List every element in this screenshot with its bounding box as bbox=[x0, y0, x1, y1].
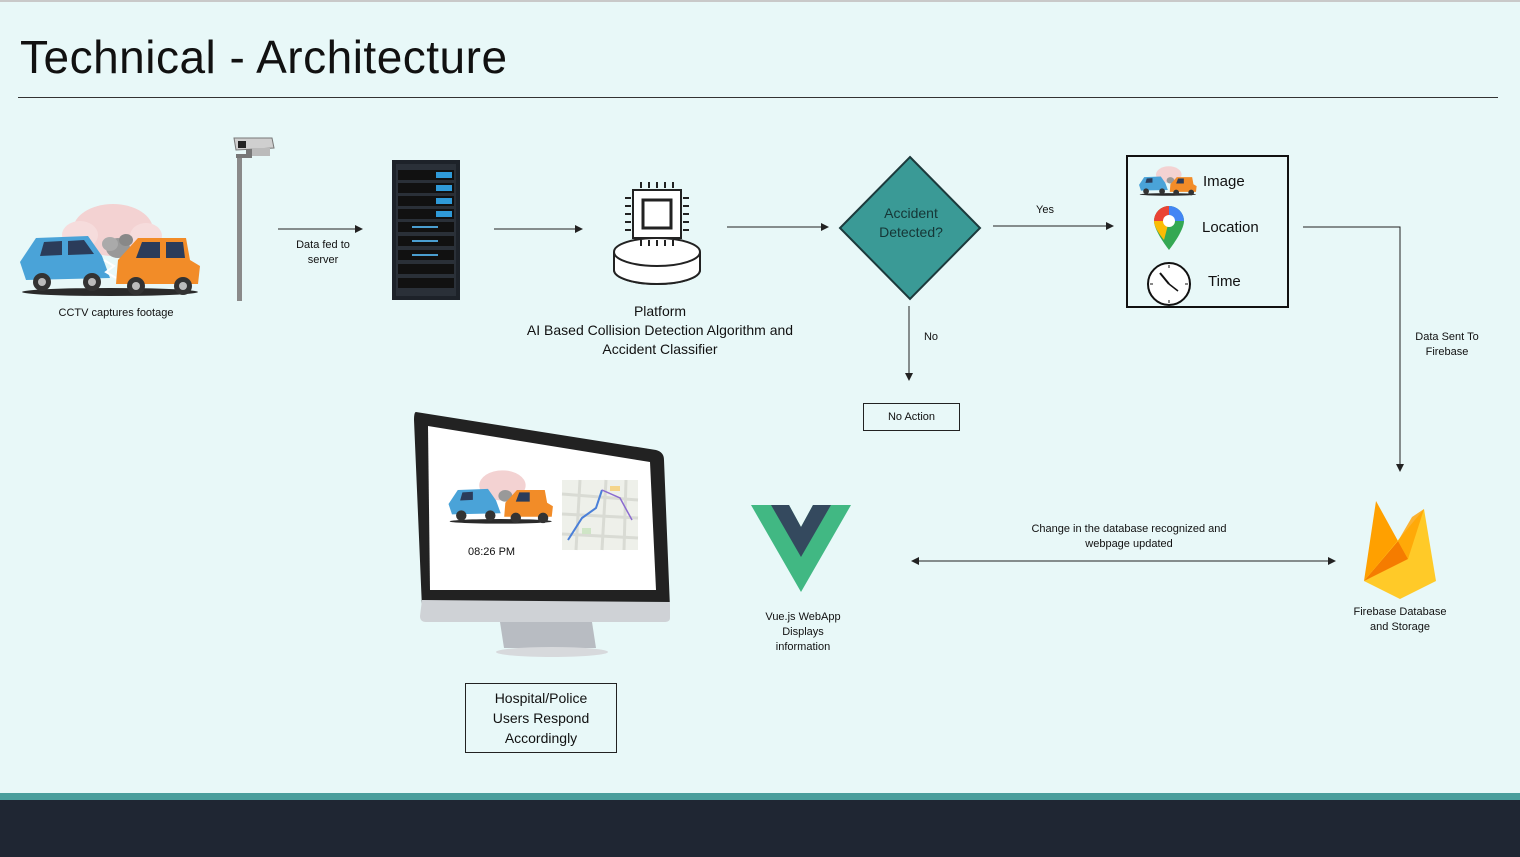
cctv-camera-icon bbox=[233, 137, 275, 301]
panel-row-time: Time bbox=[1128, 259, 1287, 306]
panel-row-image: Image bbox=[1128, 163, 1287, 203]
arrow-to-firebase bbox=[1303, 226, 1404, 472]
map-pin-icon bbox=[1154, 206, 1184, 250]
firebase-label: Firebase Database and Storage bbox=[1353, 606, 1447, 633]
yes-label: Yes bbox=[1036, 204, 1054, 216]
respond-box: Hospital/Police Users Respond Accordingl… bbox=[465, 683, 617, 753]
clock-icon bbox=[1147, 262, 1191, 306]
footer-accent-bar bbox=[0, 793, 1520, 800]
change-label: Change in the database recognized and we… bbox=[1031, 523, 1227, 550]
decision-label: Accident Detected? bbox=[879, 205, 943, 240]
panel-image-label: Image bbox=[1203, 173, 1245, 190]
panel-time-label: Time bbox=[1208, 273, 1241, 290]
server-rack-icon bbox=[392, 160, 460, 300]
top-border bbox=[0, 0, 1520, 2]
firebase-icon bbox=[1364, 501, 1436, 599]
panel-location-label: Location bbox=[1202, 219, 1259, 236]
footer-bar bbox=[0, 800, 1520, 857]
data-sent-label: Data Sent To Firebase bbox=[1415, 331, 1479, 358]
decision-diamond bbox=[838, 155, 982, 301]
title-rule bbox=[18, 97, 1498, 98]
ai-chip-platform-icon bbox=[613, 182, 701, 285]
car-crash-icon bbox=[1139, 166, 1197, 196]
cctv-caption: CCTV captures footage bbox=[58, 307, 174, 319]
platform-description: AI Based Collision Detection Algorithm a… bbox=[526, 322, 794, 357]
vue-logo-icon bbox=[751, 505, 851, 592]
platform-title: Platform bbox=[633, 303, 687, 319]
panel-row-location: Location bbox=[1128, 205, 1287, 250]
data-panel: Image Location Time bbox=[1126, 155, 1289, 308]
monitor-map-image bbox=[561, 479, 639, 551]
monitor-crash-image bbox=[448, 470, 553, 524]
data-fed-caption: Data fed to server bbox=[296, 239, 350, 266]
no-action-box: No Action bbox=[863, 403, 960, 431]
vue-label: Vue.js WebApp Displays information bbox=[765, 611, 841, 653]
no-label: No bbox=[923, 331, 939, 343]
car-crash-icon bbox=[20, 204, 200, 296]
monitor-time: 08:26 PM bbox=[468, 546, 516, 558]
page-title: Technical - Architecture bbox=[20, 31, 508, 83]
